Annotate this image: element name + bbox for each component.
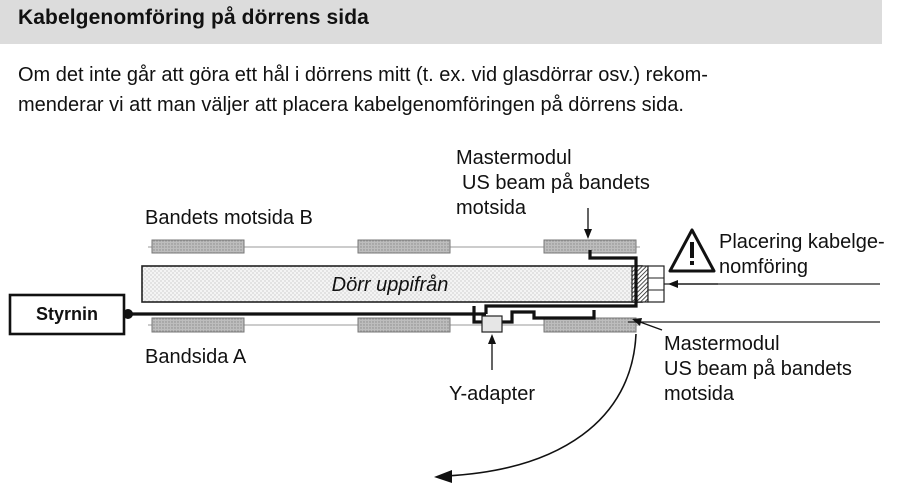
band-module	[151, 239, 245, 254]
master-module-bottom-label: Mastermodul US beam på bandets motsida	[664, 333, 852, 405]
intro-paragraph: Om det inte går att göra ett hål i dörre…	[18, 60, 878, 120]
section-title: Kabelgenomföring på dörrens sida	[18, 6, 369, 29]
warning-triangle-icon	[668, 228, 716, 273]
band-module	[357, 239, 451, 254]
svg-text:US beam på bandets: US beam på bandets	[664, 358, 852, 380]
door-label: Dörr uppifrån	[332, 274, 449, 296]
controller-box	[8, 293, 126, 336]
door-frame-lines	[628, 283, 880, 323]
svg-text:Mastermodul: Mastermodul	[456, 147, 572, 169]
y-adapter-arrow	[488, 334, 496, 370]
cable-wiring	[128, 250, 638, 324]
svg-text:Mastermodul: Mastermodul	[664, 333, 780, 355]
master-module-bottom-arrow	[632, 318, 663, 331]
band-modules-side-a	[151, 317, 637, 333]
intro-line-1: Om det inte går att göra ett hål i dörre…	[18, 64, 708, 86]
y-adapter-box	[481, 315, 503, 333]
band-modules-side-b	[151, 239, 637, 254]
cable-connector-dot	[123, 309, 133, 319]
y-adapter-label: Y-adapter	[449, 383, 535, 405]
placement-arrow	[668, 280, 718, 288]
band-module	[543, 317, 637, 333]
section-header-bar	[0, 0, 882, 44]
controller-label: Styrnin	[36, 304, 98, 324]
side-b-label: Bandets motsida B	[145, 207, 313, 229]
svg-text:motsida: motsida	[456, 197, 527, 219]
door-swing-arrow	[434, 333, 637, 483]
band-module	[357, 317, 451, 333]
master-module-top-label: Mastermodul US beam på bandets motsida	[456, 147, 650, 219]
svg-text:motsida: motsida	[664, 383, 735, 405]
svg-text:nomföring: nomföring	[719, 256, 808, 278]
svg-text:Placering kabelge-: Placering kabelge-	[719, 231, 885, 253]
band-module	[151, 317, 245, 333]
intro-line-2: menderar vi att man väljer att placera k…	[18, 94, 684, 116]
side-a-label: Bandsida A	[145, 346, 247, 368]
placement-label: Placering kabelge- nomföring	[719, 231, 885, 278]
svg-text:US beam på bandets: US beam på bandets	[462, 172, 650, 194]
master-module-top-arrow	[584, 208, 592, 239]
cable-passage	[631, 265, 665, 303]
